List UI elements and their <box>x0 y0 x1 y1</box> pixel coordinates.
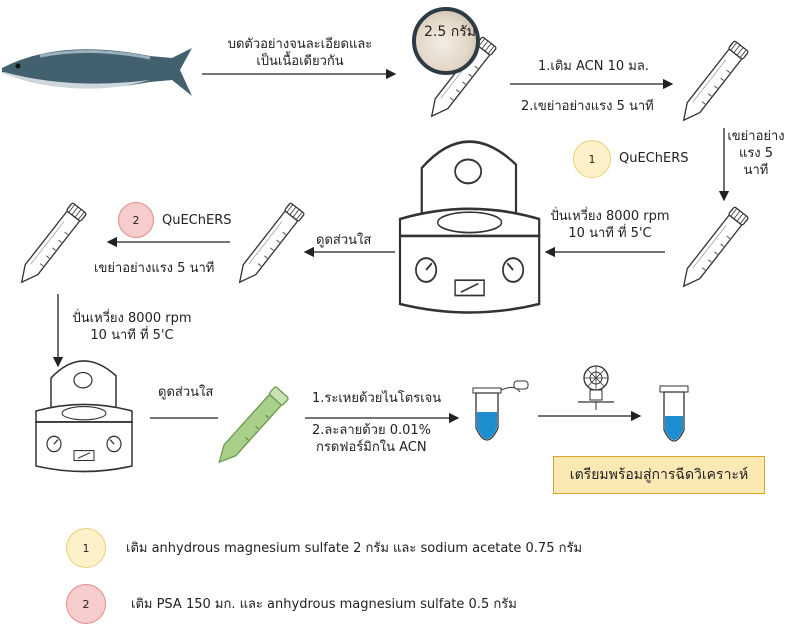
shake-v-line-2: แรง 5 <box>738 146 774 161</box>
legend-badge-1: 1 <box>66 528 106 568</box>
ready-for-injection-box: เตรียมพร้อมสู่การฉีดวิเคราะห์ <box>553 456 765 494</box>
sample-weight-label: 2.5 กรัม <box>424 24 476 40</box>
tube-quechers2 <box>13 201 88 289</box>
centrifuge-1 <box>398 140 541 314</box>
badge-1: 1 <box>573 140 611 178</box>
shake-5-label: 2.เขย่าอย่างแรง 5 นาที <box>521 99 654 114</box>
quechers1-label: QuEChERS <box>619 151 689 166</box>
mince-line-2: เป็นเนื้อเดียวกัน <box>256 54 344 69</box>
tube-quechers1 <box>675 205 750 293</box>
centrifuge2-line-1: ปั่นเหวี่ยง 8000 rpm <box>72 311 192 326</box>
centrifuge-2 <box>35 360 133 473</box>
supernatant2-label: ดูดส่วนใส <box>158 385 214 400</box>
badge-2: 2 <box>118 202 154 238</box>
centrifuge1-line-2: 10 นาที ที่ 5'C <box>568 226 652 241</box>
centrifuge2-line-2: 10 นาที ที่ 5'C <box>90 328 174 343</box>
shake-5b-label: เขย่าอย่างแรง 5 นาที <box>94 261 215 276</box>
tube-supernatant2 <box>218 386 289 464</box>
minced-sample-image: 2.5 กรัม <box>412 7 480 75</box>
dissolve-label: 2.ละลายด้วย 0.01% กรดฟอร์มิกใน ACN <box>312 422 431 456</box>
legend-badge-2: 2 <box>66 584 106 624</box>
syringe-filter <box>578 365 614 410</box>
dissolve-line-2: กรดฟอร์มิกใน ACN <box>316 440 427 455</box>
vial-ready <box>659 385 689 442</box>
tuna-fish-image <box>2 48 192 96</box>
dissolve-line-1: 2.ละลายด้วย 0.01% <box>312 423 432 438</box>
mince-line-1: บดตัวอย่างจนละเอียดและ <box>227 37 373 52</box>
tube-supernatant1 <box>231 201 306 289</box>
tube-acn <box>675 39 750 127</box>
add-acn-label: 1.เติม ACN 10 มล. <box>538 59 649 74</box>
centrifuge2-label: ปั่นเหวี่ยง 8000 rpm 10 นาที ที่ 5'C <box>62 310 202 344</box>
supernatant1-label: ดูดส่วนใส <box>316 233 372 248</box>
shake-v-line-3: นาที <box>743 163 769 178</box>
legend-text-2: เติม PSA 150 มก. และ anhydrous magnesium… <box>131 597 517 612</box>
mince-label: บดตัวอย่างจนละเอียดและ เป็นเนื้อเดียวกัน <box>205 36 395 70</box>
evaporate-label: 1.ระเหยด้วยไนโตรเจน <box>312 391 442 406</box>
centrifuge1-line-1: ปั่นเหวี่ยง 8000 rpm <box>550 209 670 224</box>
legend-text-1: เติม anhydrous magnesium sulfate 2 กรัม … <box>126 541 583 556</box>
vial-evaporated <box>472 380 529 441</box>
shake-vertical-label: เขย่าอย่าง แรง 5 นาที <box>724 128 788 179</box>
shake-v-line-1: เขย่าอย่าง <box>727 129 785 144</box>
quechers2-label: QuEChERS <box>162 213 232 228</box>
centrifuge1-label: ปั่นเหวี่ยง 8000 rpm 10 นาที ที่ 5'C <box>540 208 680 242</box>
